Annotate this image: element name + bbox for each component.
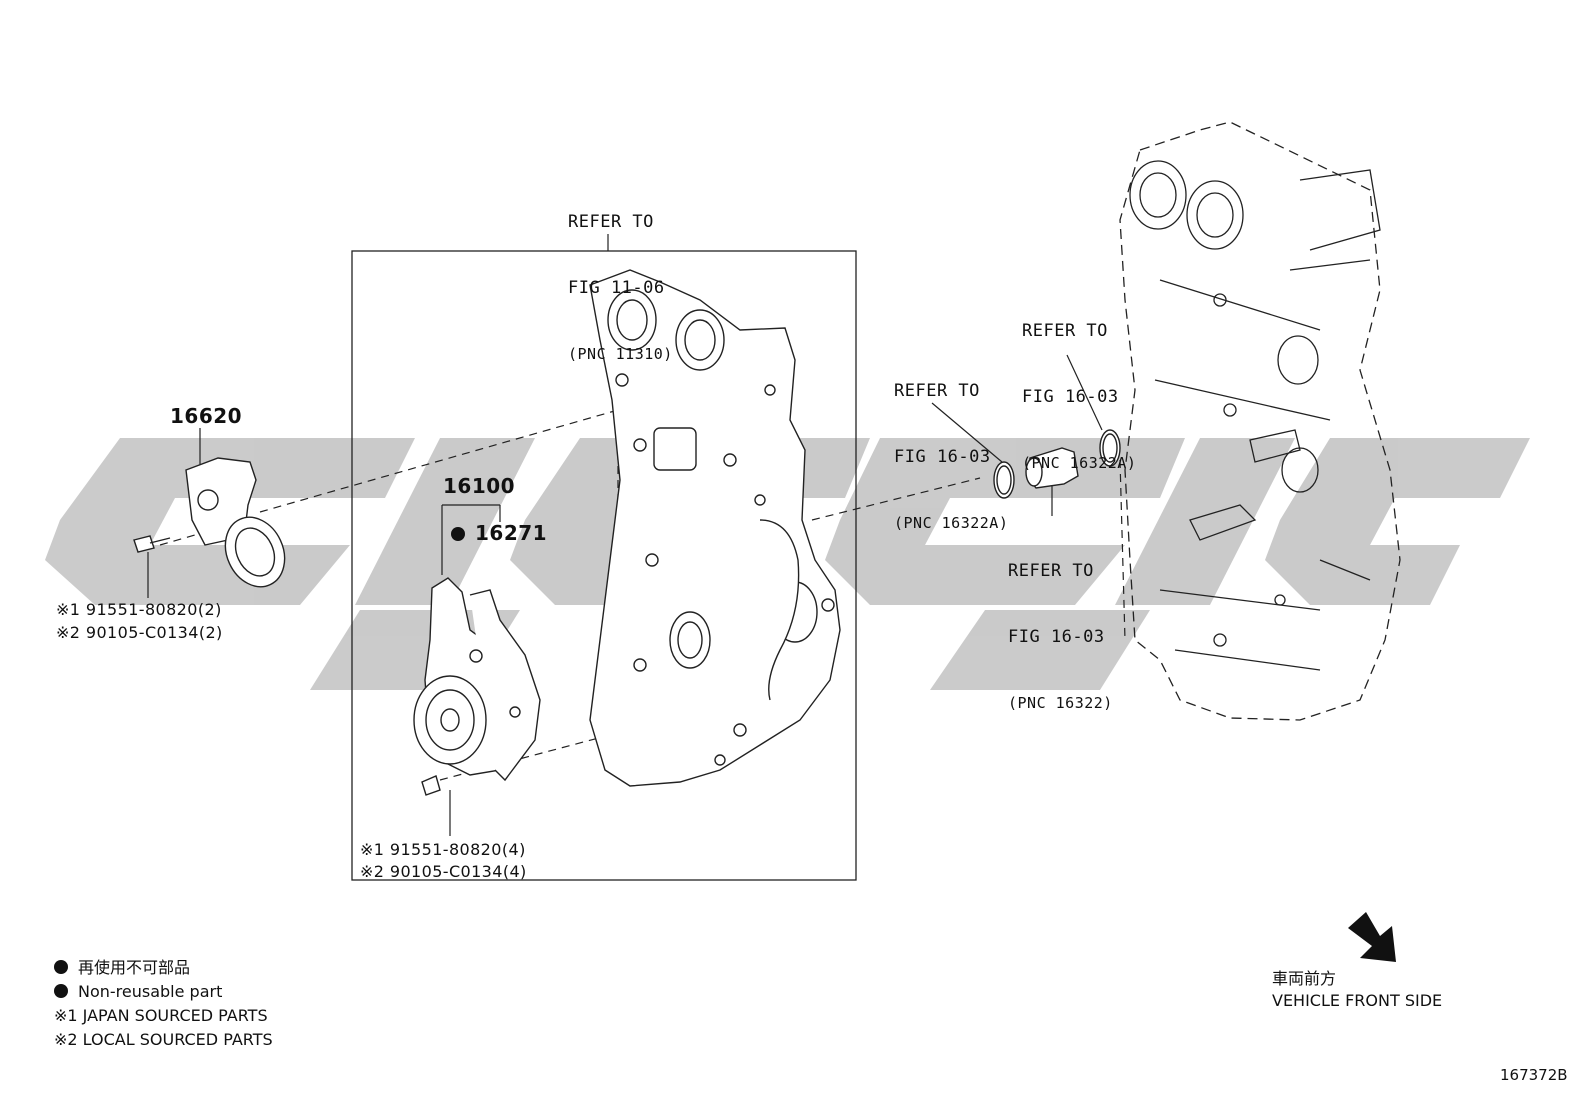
refer-label-seal-right: REFER TO FIG 16-03 (PNC 16322A) xyxy=(1022,276,1136,518)
assembly-frame xyxy=(351,250,857,881)
vehicle-front-jp: 車両前方 xyxy=(1272,969,1337,988)
part-number-gasket: 16271 xyxy=(451,521,547,545)
legend-row-japan: ※1 JAPAN SOURCED PARTS xyxy=(54,1006,268,1025)
refer-seal-right-line1: REFER TO xyxy=(1022,321,1108,341)
refer-outlet-line3: (PNC 16322) xyxy=(1008,694,1113,712)
non-reusable-dot-icon xyxy=(54,960,68,974)
vehicle-front-en: VEHICLE FRONT SIDE xyxy=(1272,991,1443,1010)
part-number-pump: 16100 xyxy=(443,474,516,498)
refer-outlet-line2: FIG 16-03 xyxy=(1008,627,1105,647)
water-pump xyxy=(413,577,541,796)
refer-seal-left-line3: (PNC 16322A) xyxy=(894,514,1009,532)
refer-label-cover: REFER TO FIG 11-06 (PNC 11310) xyxy=(568,167,673,409)
legend: 再使用不可部品 Non-reusable part ※1 JAPAN SOURC… xyxy=(54,956,273,1052)
refer-outlet-line1: REFER TO xyxy=(1008,561,1094,581)
timing-chain-cover xyxy=(589,269,841,787)
part-number-tensioner: 16620 xyxy=(170,404,243,428)
legend-row-local: ※2 LOCAL SOURCED PARTS xyxy=(54,1030,273,1049)
pump-bolt-line2: ※2 90105-C0134(4) xyxy=(360,862,527,881)
refer-cover-line3: (PNC 11310) xyxy=(568,345,673,363)
non-reusable-dot-icon xyxy=(54,984,68,998)
refer-seal-right-line2: FIG 16-03 xyxy=(1022,387,1119,407)
figure-id: 167372B xyxy=(1500,1066,1568,1084)
legend-en-text: Non-reusable part xyxy=(78,982,223,1001)
gasket-number-text: 16271 xyxy=(475,521,548,545)
pump-bolt-line1: ※1 91551-80820(4) xyxy=(360,840,526,859)
refer-label-seal-left: REFER TO FIG 16-03 (PNC 16322A) xyxy=(894,336,1008,578)
legend-jp-text: 再使用不可部品 xyxy=(78,958,191,977)
vehicle-front-label: 車両前方 VEHICLE FRONT SIDE xyxy=(1272,968,1442,1012)
tensioner-bolt-line1: ※1 91551-80820(2) xyxy=(56,600,222,619)
legend-row-jp: 再使用不可部品 xyxy=(54,956,273,980)
refer-cover-line2: FIG 11-06 xyxy=(568,278,665,298)
vehicle-front-arrow xyxy=(1348,912,1396,962)
refer-seal-left-line1: REFER TO xyxy=(894,381,980,401)
seal-parts xyxy=(993,429,1121,499)
legend-row-en: Non-reusable part xyxy=(54,980,273,1004)
refer-cover-line1: REFER TO xyxy=(568,212,654,232)
tensioner-assembly xyxy=(133,457,286,588)
engine-block xyxy=(1119,121,1401,721)
non-reusable-dot-icon xyxy=(451,527,465,541)
refer-label-outlet: REFER TO FIG 16-03 (PNC 16322) xyxy=(1008,516,1113,758)
tensioner-bolt-line2: ※2 90105-C0134(2) xyxy=(56,623,223,642)
refer-seal-right-line3: (PNC 16322A) xyxy=(1022,454,1137,472)
refer-seal-left-line2: FIG 16-03 xyxy=(894,447,991,467)
